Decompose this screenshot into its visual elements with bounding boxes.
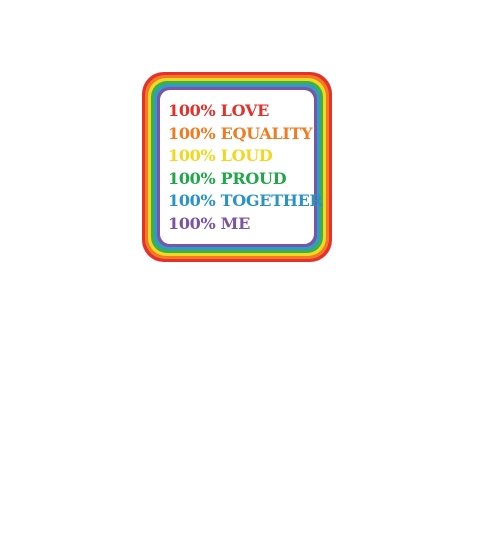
slogan-list: 100% LOVE 100% EQUALITY 100% LOUD 100% P… xyxy=(168,100,323,235)
slogan-me: 100% ME xyxy=(168,213,250,233)
slogan-proud: 100% PROUD xyxy=(168,168,287,188)
slogan-equality: 100% EQUALITY xyxy=(168,123,313,143)
slogan-love: 100% LOVE xyxy=(168,101,269,120)
slogan-loud: 100% LOUD xyxy=(168,146,273,165)
pride-sticker: 100% LOVE 100% EQUALITY 100% LOUD 100% P… xyxy=(142,72,332,262)
sticker-panel xyxy=(160,90,314,244)
slogan-together: 100% TOGETHER xyxy=(168,191,323,210)
